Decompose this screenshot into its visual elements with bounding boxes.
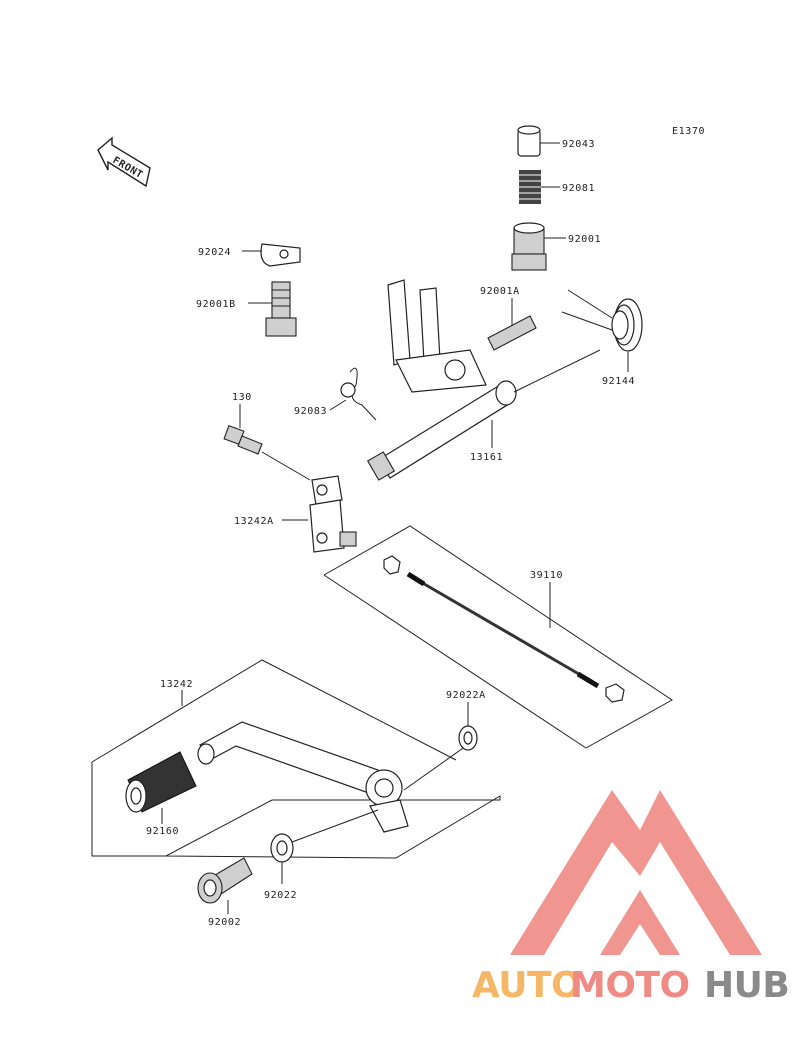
label-92022A: 92022A (446, 690, 486, 701)
part-92043-icon (517, 125, 560, 157)
part-130-bolt-icon (223, 404, 311, 481)
part-92002-bolt-icon (197, 857, 253, 914)
part-92001-bolt-icon (511, 222, 566, 271)
label-92001A: 92001A (480, 286, 520, 297)
label-92144: 92144 (602, 376, 635, 387)
label-92002: 92002 (208, 917, 241, 928)
logo-text-moto: MOTO (570, 965, 690, 1006)
part-92022A-washer-icon (458, 702, 478, 751)
part-13242-pedal-icon (91, 659, 501, 859)
label-92043: 92043 (562, 139, 595, 150)
label-13242: 13242 (160, 679, 193, 690)
label-92022: 92022 (264, 890, 297, 901)
label-92001: 92001 (568, 234, 601, 245)
label-92001B: 92001B (196, 299, 236, 310)
part-92024-washer-icon (242, 243, 301, 267)
part-13161-shaft-icon (366, 279, 601, 481)
label-92083: 92083 (294, 406, 327, 417)
part-92160-rubber-icon (125, 751, 197, 824)
logo-text-hub: HUB (704, 965, 789, 1006)
logo-mark-icon (510, 790, 762, 955)
label-13242A: 13242A (234, 516, 274, 527)
part-13242A-lever-icon (282, 475, 357, 553)
logo-text-auto: AUTO (472, 965, 581, 1006)
part-92022-washer-icon (270, 833, 294, 884)
part-92001A-pin-icon (487, 298, 537, 351)
automotohub-logo: AUTO MOTO HUB (472, 790, 790, 1006)
part-92144-spring-icon (561, 289, 643, 372)
label-92081: 92081 (562, 183, 595, 194)
label-92024: 92024 (198, 247, 231, 258)
part-92081-spring-icon (519, 170, 560, 204)
part-39110-rod-icon (323, 525, 673, 749)
label-13161: 13161 (470, 452, 503, 463)
label-92160: 92160 (146, 826, 179, 837)
part-92083-spring-icon (329, 367, 377, 421)
part-92001B-bolt-icon (248, 281, 297, 337)
label-130: 130 (232, 392, 252, 403)
label-39110: 39110 (530, 570, 563, 581)
diagram-code: E1370 (672, 126, 705, 137)
front-arrow-icon: FRONT (97, 136, 151, 188)
